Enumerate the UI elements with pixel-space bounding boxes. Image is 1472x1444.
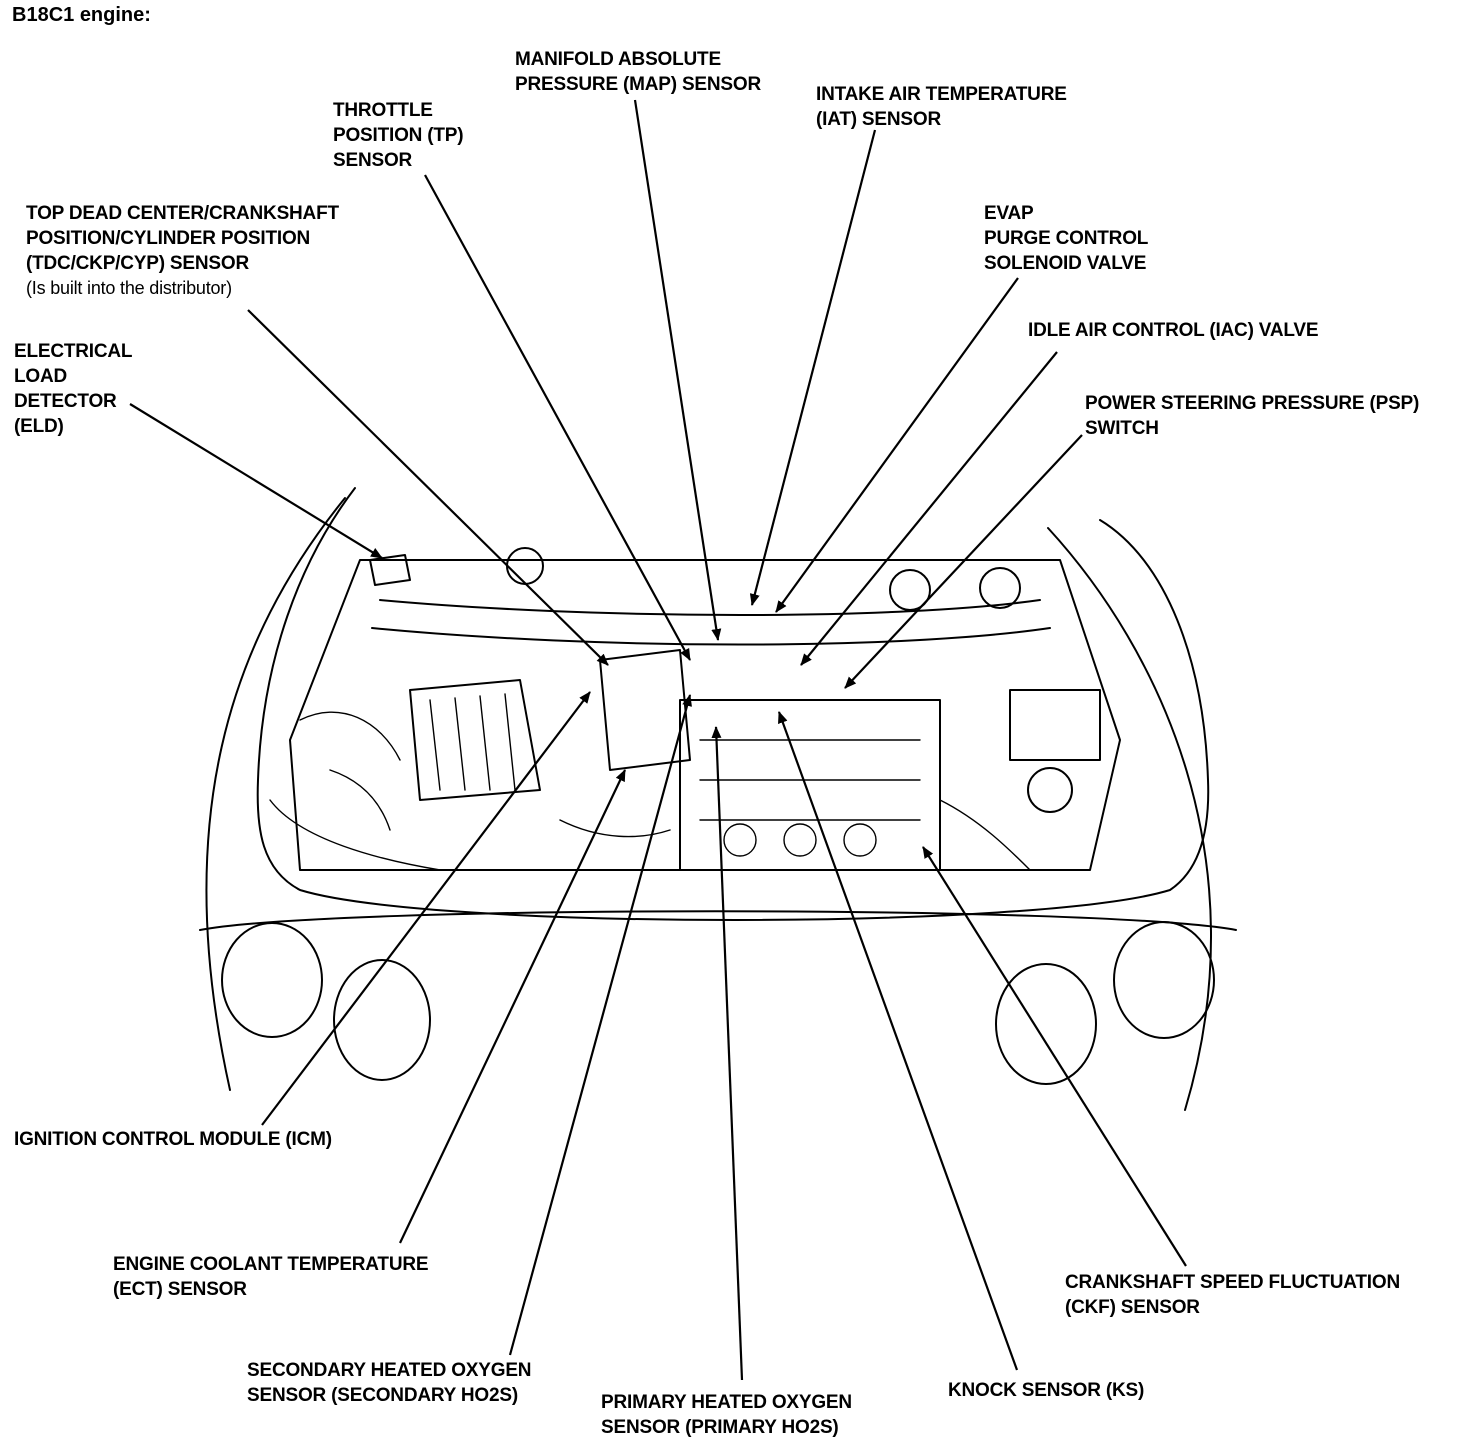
leader-iat bbox=[749, 129, 877, 606]
leader-lines bbox=[129, 99, 1187, 1381]
label-tdc: TOP DEAD CENTER/CRANKSHAFT POSITION/CYLI… bbox=[26, 203, 339, 298]
leader-evap bbox=[775, 277, 1019, 613]
label-tp: THROTTLE POSITION (TP) SENSOR bbox=[333, 100, 464, 171]
leader-map bbox=[633, 99, 722, 641]
label-map: MANIFOLD ABSOLUTE PRESSURE (MAP) SENSOR bbox=[515, 49, 762, 95]
leader-iac bbox=[800, 351, 1058, 666]
label-iat: INTAKE AIR TEMPERATURE (IAT) SENSOR bbox=[816, 84, 1067, 130]
leader-ks bbox=[777, 711, 1019, 1371]
label-ks: KNOCK SENSOR (KS) bbox=[948, 1380, 1145, 1401]
label-secondary-ho2s: SECONDARY HEATED OXYGEN SENSOR (SECONDAR… bbox=[247, 1360, 532, 1406]
leader-ect bbox=[399, 769, 626, 1244]
label-primary-ho2s: PRIMARY HEATED OXYGEN SENSOR (PRIMARY HO… bbox=[601, 1392, 852, 1438]
left-headlights bbox=[221, 922, 431, 1081]
leader-psp bbox=[844, 434, 1083, 689]
engine-compartment bbox=[289, 547, 1121, 871]
label-psp: POWER STEERING PRESSURE (PSP) SWITCH bbox=[1085, 393, 1420, 439]
label-ckf: CRANKSHAFT SPEED FLUCTUATION (CKF) SENSO… bbox=[1065, 1272, 1400, 1318]
right-headlights bbox=[995, 921, 1215, 1085]
car-body-outline bbox=[199, 487, 1237, 1111]
leader-tdc bbox=[247, 309, 609, 666]
leader-eld bbox=[129, 403, 383, 559]
leader-ckf bbox=[922, 846, 1187, 1267]
label-evap: EVAP PURGE CONTROL SOLENOID VALVE bbox=[984, 203, 1149, 274]
diagram-title: B18C1 engine: bbox=[12, 4, 151, 26]
leader-secondary-ho2s bbox=[508, 694, 692, 1356]
label-eld: ELECTRICAL LOAD DETECTOR (ELD) bbox=[14, 341, 133, 437]
leader-tp bbox=[424, 174, 691, 661]
label-ect: ENGINE COOLANT TEMPERATURE (ECT) SENSOR bbox=[113, 1254, 429, 1300]
label-iac: IDLE AIR CONTROL (IAC) VALVE bbox=[1028, 320, 1319, 341]
leader-primary-ho2s bbox=[711, 726, 744, 1381]
leader-icm bbox=[261, 691, 591, 1126]
label-icm: IGNITION CONTROL MODULE (ICM) bbox=[14, 1129, 332, 1150]
